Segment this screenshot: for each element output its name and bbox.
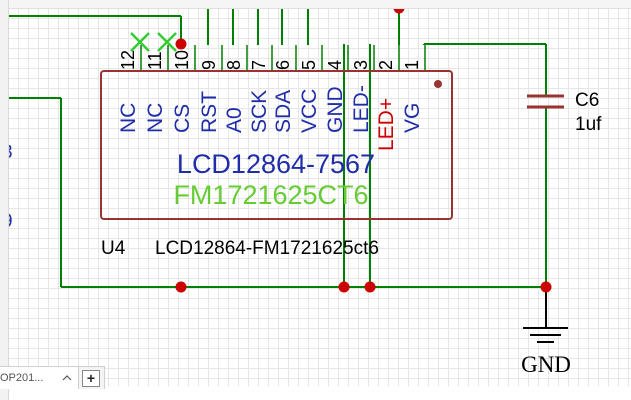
pin-number-9: 9 (199, 60, 219, 70)
pin-number-4: 4 (325, 60, 345, 70)
top-ruler (0, 0, 631, 9)
wires (8, 8, 547, 328)
add-tab-button[interactable]: + (82, 370, 100, 387)
pin-number-7: 7 (249, 60, 269, 70)
pin-name-vg-1: VG (401, 103, 424, 133)
pin-number-6: 6 (273, 60, 293, 70)
no-connect-marks (130, 32, 177, 52)
no-connect-mark-1 (130, 32, 150, 52)
chevron-up-icon[interactable] (60, 367, 74, 389)
pin-name-sda-6: SDA (272, 90, 295, 133)
junction-dot-5 (540, 281, 552, 293)
pin-number-8: 8 (224, 60, 244, 70)
junction-dot-3 (338, 281, 350, 293)
document-tab-label: OP201... (0, 372, 44, 384)
left-ruler (0, 0, 9, 400)
pin-number-10: 10 (172, 50, 192, 70)
component-model: FM1721625CT6 (173, 180, 368, 210)
component-title: LCD12864-7567 (177, 149, 375, 179)
c6-value: 1uf (575, 114, 602, 135)
document-tab-bar: OP201... + (0, 366, 105, 389)
component-designator: U4 (101, 238, 126, 259)
pin-number-12: 12 (118, 50, 138, 70)
pin-name-gnd-4: GND (324, 86, 347, 133)
pin-name-nc-11: NC (144, 103, 167, 133)
pin-number-1: 1 (402, 60, 422, 70)
left-edge-label-1: 3 (8, 142, 13, 163)
pin-number-11: 11 (145, 51, 165, 70)
document-tab[interactable]: OP201... (0, 367, 79, 389)
no-connect-mark-2 (157, 32, 177, 52)
pin-name-led-3: LED- (350, 85, 373, 133)
gnd-label: GND (521, 352, 571, 377)
capacitor-c6[interactable]: C6 1uf (527, 90, 602, 135)
pin1-marker (434, 80, 442, 88)
junction-dot-2 (175, 281, 187, 293)
pin-name-cs-10: CS (171, 104, 194, 133)
c6-designator: C6 (575, 90, 599, 111)
pin-number-3: 3 (351, 60, 371, 70)
u4-body[interactable] (100, 70, 453, 220)
pin-name-rst-9: RST (198, 91, 221, 133)
junction-dot-6 (393, 8, 405, 14)
pin-name-nc-12: NC (117, 103, 140, 133)
junction-dot-4 (364, 281, 376, 293)
pin-name-a0-8: A0 (223, 107, 246, 133)
gnd-symbol[interactable]: GND (521, 327, 571, 377)
pin-number-5: 5 (299, 60, 319, 70)
pin-name-vcc-5: VCC (298, 89, 321, 133)
junction-dot-1 (175, 38, 187, 50)
pin-number-2: 2 (376, 60, 396, 70)
pin-name-sck-7: SCK (248, 90, 271, 133)
pin-name-led-2: LED+ (375, 98, 398, 151)
junction-dots (175, 8, 552, 293)
component-value: LCD12864-FM1721625ct6 (155, 238, 379, 259)
left-edge-label-2: 9 (8, 211, 13, 232)
